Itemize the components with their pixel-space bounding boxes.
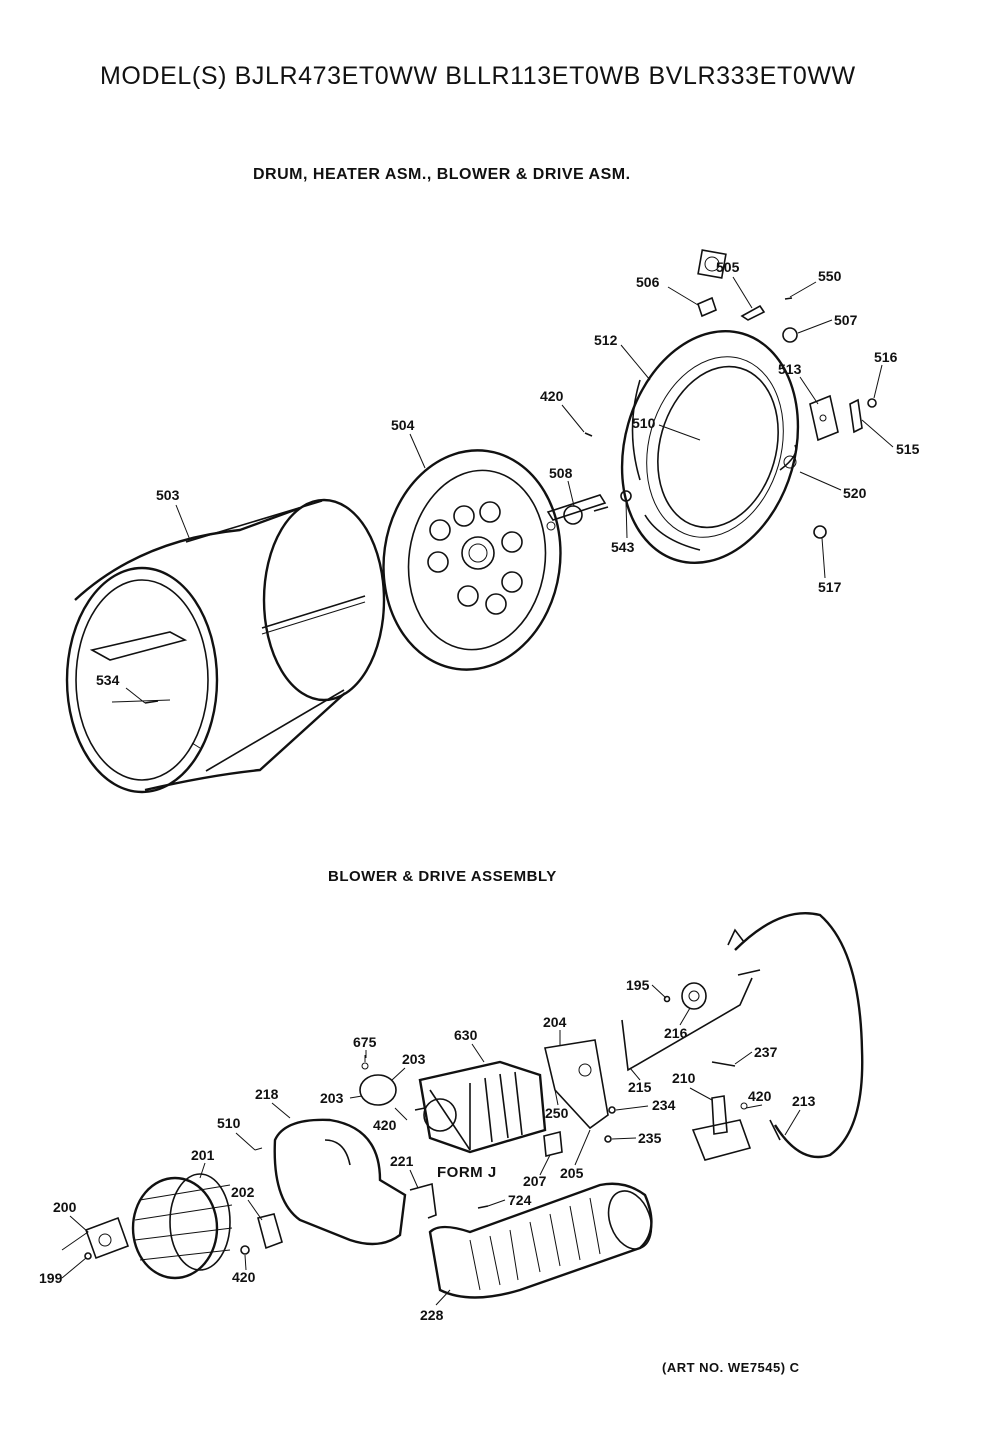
part-label-505: 505: [716, 259, 740, 275]
part-label-517: 517: [818, 579, 842, 595]
part-label-420-blower: 420: [232, 1269, 256, 1285]
part-label-510-top: 510: [632, 415, 656, 431]
idler-assembly-part: [621, 969, 761, 1110]
part-label-215: 215: [628, 1079, 652, 1095]
part-label-210: 210: [672, 1070, 696, 1086]
part-label-513: 513: [778, 361, 802, 377]
part-label-195: 195: [626, 977, 650, 993]
part-label-675: 675: [353, 1034, 377, 1050]
part-label-420-idler: 420: [748, 1088, 772, 1104]
part-label-199: 199: [39, 1270, 63, 1286]
bearing-shaft-part: [546, 432, 632, 531]
heater-housing-part: [620, 249, 800, 565]
part-label-510-bottom: 510: [217, 1115, 241, 1131]
thermostat-small-parts: [697, 296, 798, 343]
part-label-506: 506: [636, 274, 660, 290]
leader-lines: [61, 276, 894, 1306]
model-title: MODEL(S) BJLR473ET0WW BLLR113ET0WB BVLR3…: [100, 62, 856, 90]
part-label-503: 503: [156, 487, 180, 503]
motor-part: [359, 1055, 547, 1154]
part-label-534: 534: [96, 672, 120, 688]
part-label-235: 235: [638, 1130, 662, 1146]
part-label-543: 543: [611, 539, 635, 555]
part-label-508: 508: [549, 465, 573, 481]
part-label-237: 237: [754, 1044, 778, 1060]
drum-rear-bulkhead-part: [382, 449, 562, 671]
part-label-507: 507: [834, 312, 858, 328]
part-label-512: 512: [594, 332, 618, 348]
part-label-216: 216: [664, 1025, 688, 1041]
part-label-234: 234: [652, 1097, 676, 1113]
blower-housing-part: [254, 1118, 407, 1246]
art-number: (ART NO. WE7545) C: [662, 1360, 800, 1375]
part-label-228: 228: [420, 1307, 444, 1323]
part-label-515: 515: [896, 441, 920, 457]
part-label-724: 724: [508, 1192, 532, 1208]
part-label-213: 213: [792, 1093, 816, 1109]
form-label: FORM J: [437, 1164, 497, 1181]
duct-clamp-parts: [409, 1182, 489, 1219]
drum-part: [65, 498, 386, 794]
drive-belt-part: [727, 911, 864, 1159]
part-label-630: 630: [454, 1027, 478, 1043]
part-label-207: 207: [523, 1173, 547, 1189]
part-label-204: 204: [543, 1014, 567, 1030]
diagram-subtitle: DRUM, HEATER ASM., BLOWER & DRIVE ASM.: [253, 166, 631, 183]
motor-mount-bracket-part: [543, 1039, 616, 1158]
part-label-202: 202: [231, 1184, 255, 1200]
part-label-250: 250: [545, 1105, 569, 1121]
thermal-fuse-parts: [809, 394, 877, 539]
part-label-516: 516: [874, 349, 898, 365]
part-label-200: 200: [53, 1199, 77, 1215]
part-label-205: 205: [560, 1165, 584, 1181]
part-label-203-lower: 203: [320, 1090, 344, 1106]
part-label-201: 201: [191, 1147, 215, 1163]
part-label-520: 520: [843, 485, 867, 501]
part-label-550: 550: [818, 268, 842, 284]
part-number-labels: 506 505 550 507 512 513 516 515 420 510 …: [39, 259, 920, 1323]
part-label-221: 221: [390, 1153, 414, 1169]
part-label-218: 218: [255, 1086, 279, 1102]
part-label-203-upper: 203: [402, 1051, 426, 1067]
idler-bracket-part: [691, 1095, 752, 1161]
section-title: BLOWER & DRIVE ASSEMBLY: [328, 868, 557, 885]
blower-wheel-part: [131, 1173, 233, 1280]
part-label-420-top: 420: [540, 388, 564, 404]
part-label-504: 504: [391, 417, 415, 433]
exhaust-duct-part: [428, 1182, 653, 1299]
part-label-420-motor: 420: [373, 1117, 397, 1133]
small-blower-parts: [84, 1213, 283, 1260]
